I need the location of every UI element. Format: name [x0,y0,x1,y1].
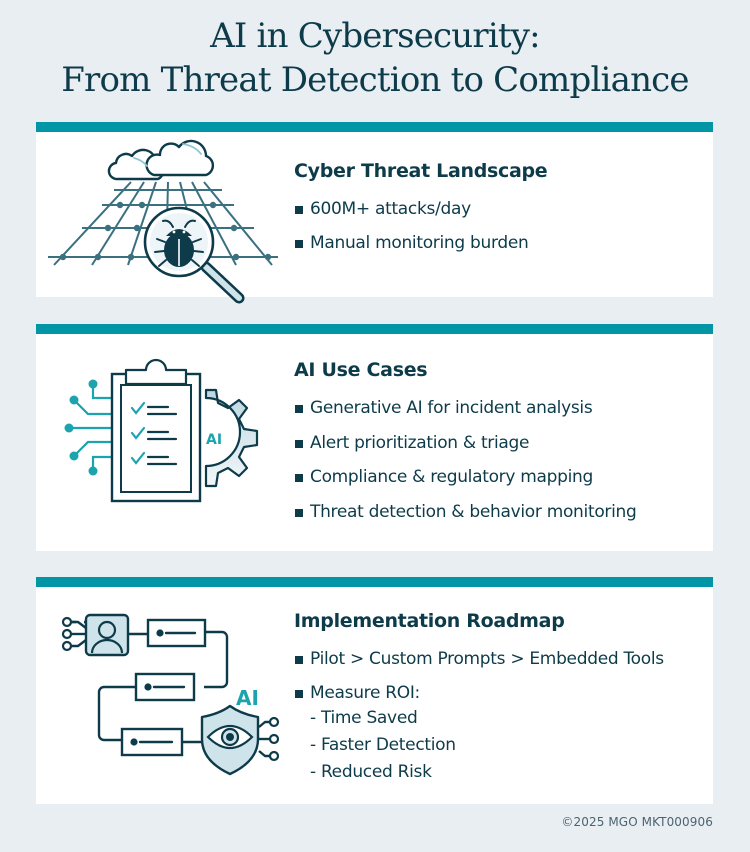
section-heading: Implementation Roadmap [294,610,565,632]
workflow-shield-eye-ai-icon: AI [61,613,280,776]
sub-item: - Time Saved [310,708,418,728]
sub-item: - Faster Detection [310,735,456,755]
section-heading: AI Use Cases [294,359,428,381]
ai-label: AI [236,686,259,710]
bullet-item: Threat detection & behavior monitoring [294,500,637,524]
title-line-1: AI in Cybersecurity: [210,16,541,56]
clipboard-checklist-gear-ai-icon: AI [64,358,259,503]
section-heading: Cyber Threat Landscape [294,160,548,182]
section-implementation-roadmap: AI Implementation Roadmap Pilot > Custom… [36,577,713,804]
bullet-item: Manual monitoring burden [294,231,547,255]
title-line-2: From Threat Detection to Compliance [61,60,689,100]
magnifier-bug-network-icon [48,139,278,304]
bullet-item: 600M+ attacks/day [294,197,547,221]
copyright-footer: ©2025 MGO MKT000906 [561,815,713,829]
section-cyber-threat-landscape: Cyber Threat Landscape 600M+ attacks/day… [36,122,713,304]
bullet-item: Generative AI for incident analysis [294,396,637,420]
bullet-item: Compliance & regulatory mapping [294,465,637,489]
ai-label: AI [206,432,222,448]
bullet-item: Pilot > Custom Prompts > Embedded Tools [294,647,664,671]
section-ai-use-cases: AI AI Use Cases Generative AI [36,324,713,551]
sub-item: - Reduced Risk [310,762,432,782]
page-title: AI in Cybersecurity: From Threat Detecti… [0,14,750,102]
bullet-item: Measure ROI: [294,681,664,705]
bullet-item: Alert prioritization & triage [294,431,637,455]
